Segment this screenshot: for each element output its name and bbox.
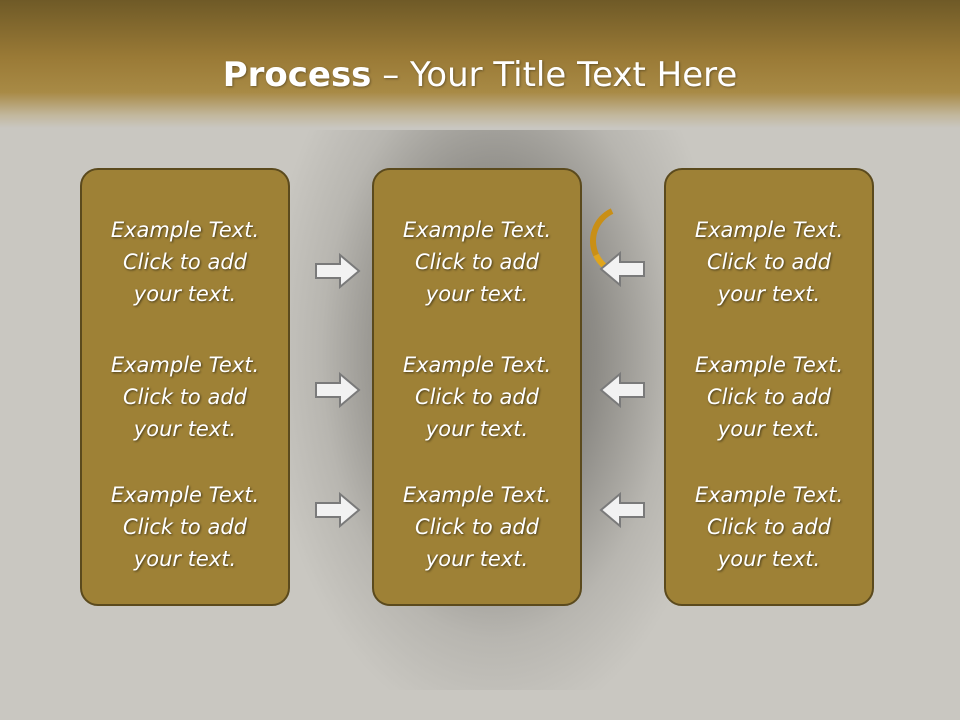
box-text[interactable]: Example Text. Click to add your text.	[694, 353, 844, 441]
box-text[interactable]: Example Text. Click to add your text.	[402, 218, 552, 306]
title-banner	[0, 0, 960, 128]
arrow-left-icon	[599, 491, 645, 529]
arrow-left-icon	[599, 250, 645, 288]
title-rest: – Your Title Text Here	[371, 55, 738, 95]
box-text[interactable]: Example Text. Click to add your text.	[402, 353, 552, 441]
arrow-right-icon	[315, 371, 361, 409]
arrow-right-icon	[315, 252, 361, 290]
box-text[interactable]: Example Text. Click to add your text.	[694, 483, 844, 571]
process-box-center[interactable]: Example Text. Click to add your text. Ex…	[372, 168, 582, 606]
box-text[interactable]: Example Text. Click to add your text.	[110, 218, 260, 306]
box-text[interactable]: Example Text. Click to add your text.	[402, 483, 552, 571]
title-bold: Process	[222, 55, 372, 95]
box-text[interactable]: Example Text. Click to add your text.	[110, 353, 260, 441]
arrow-left-icon	[599, 371, 645, 409]
process-box-right[interactable]: Example Text. Click to add your text. Ex…	[664, 168, 874, 606]
box-text[interactable]: Example Text. Click to add your text.	[694, 218, 844, 306]
arrow-right-icon	[315, 491, 361, 529]
box-text[interactable]: Example Text. Click to add your text.	[110, 483, 260, 571]
slide-title[interactable]: Process – Your Title Text Here	[0, 50, 960, 100]
process-box-left[interactable]: Example Text. Click to add your text. Ex…	[80, 168, 290, 606]
